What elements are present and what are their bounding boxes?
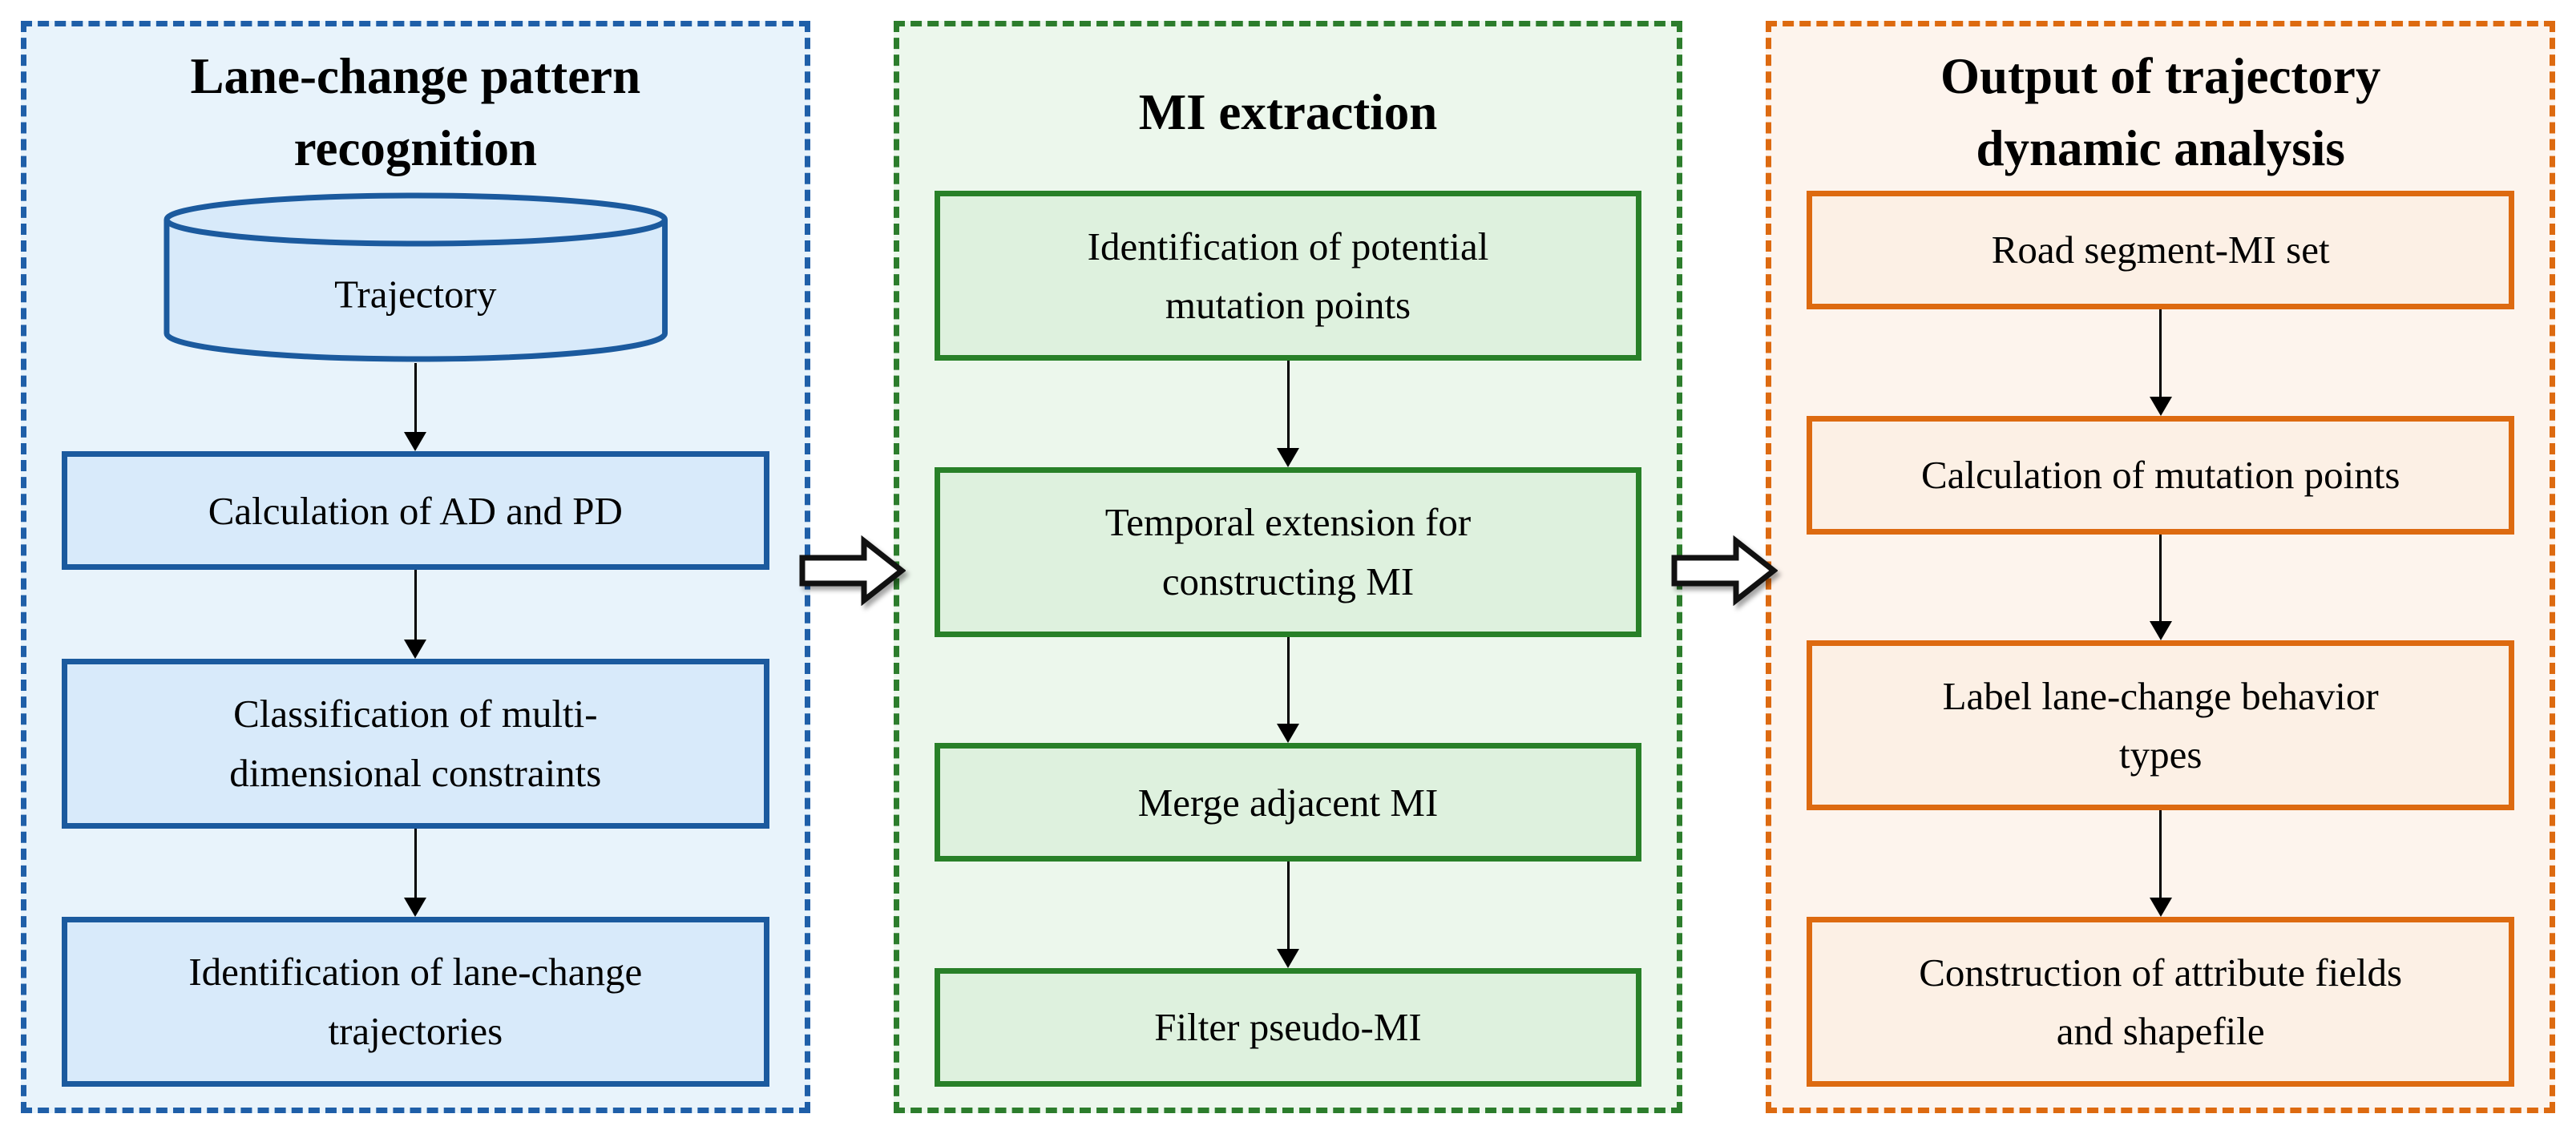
flow-arrow <box>1276 862 1300 969</box>
block-arrow-stage2-to-stage3-icon <box>1671 535 1778 606</box>
block-arrow-stage1-to-stage2-icon <box>799 535 906 606</box>
flow-arrow-line <box>2159 810 2162 898</box>
process-box-identification-mutation-points: Identification of potential mutation poi… <box>934 191 1642 361</box>
flow-arrow <box>403 570 427 659</box>
flow-arrowhead-icon <box>404 897 427 917</box>
flow-arrow-line <box>414 828 417 898</box>
flow-arrow <box>403 363 427 452</box>
process-box-calculation-mutation-points: Calculation of mutation points <box>1807 415 2515 535</box>
flow-arrowhead-icon <box>2149 396 2172 416</box>
flow-arrow-line <box>2159 534 2162 622</box>
flow-arrowhead-icon <box>1277 447 1299 467</box>
panel-mi-extraction: MI extraction Identification of potentia… <box>893 21 1683 1113</box>
flow-arrow-line <box>414 570 417 640</box>
flow-arrow-line <box>414 363 417 433</box>
cylinder-label: Trajectory <box>334 272 497 317</box>
flow-arrow <box>1276 361 1300 467</box>
process-box-classification-constraints: Classification of multi- dimensional con… <box>62 658 769 829</box>
panel-title-output: Output of trajectory dynamic analysis <box>1940 48 2381 176</box>
process-box-label-lane-change-types: Label lane-change behavior types <box>1807 640 2515 811</box>
process-box-calculation-ad-pd: Calculation of AD and PD <box>62 451 769 571</box>
flow-arrow-line <box>1286 636 1290 724</box>
process-box-construction-attribute-fields: Construction of attribute fields and sha… <box>1807 917 2515 1088</box>
panel-title-mi-extraction: MI extraction <box>1138 83 1438 140</box>
process-box-temporal-extension: Temporal extension for constructing MI <box>934 466 1642 637</box>
flow-arrow <box>403 828 427 917</box>
flow-arrow <box>1276 636 1300 744</box>
process-box-road-segment-mi-set: Road segment-MI set <box>1807 191 2515 309</box>
flow-arrowhead-icon <box>404 432 427 452</box>
flow-arrow <box>2149 534 2173 641</box>
process-box-identification-trajectories: Identification of lane-change trajectori… <box>62 916 769 1087</box>
flow-arrowhead-icon <box>1277 949 1299 969</box>
flow-arrowhead-icon <box>2149 621 2172 641</box>
flow-arrow <box>2149 309 2173 416</box>
process-box-merge-adjacent-mi: Merge adjacent MI <box>934 743 1642 862</box>
flow-arrow-line <box>1286 862 1290 950</box>
flow-arrowhead-icon <box>404 639 427 659</box>
flow-arrowhead-icon <box>1277 724 1299 744</box>
panel-title-lane-change: Lane-change pattern recognition <box>190 48 641 176</box>
panel-output-trajectory-dynamic-analysis: Output of trajectory dynamic analysis Ro… <box>1766 21 2556 1113</box>
flow-arrow-line <box>1286 361 1290 448</box>
trajectory-database-cylinder: Trajectory <box>161 191 671 363</box>
flow-arrowhead-icon <box>2149 898 2172 918</box>
flow-arrow-line <box>2159 309 2162 397</box>
process-box-filter-pseudo-mi: Filter pseudo-MI <box>934 968 1642 1088</box>
panel-lane-change-pattern-recognition: Lane-change pattern recognition Trajecto… <box>21 21 810 1113</box>
flow-arrow <box>2149 810 2173 918</box>
cylinder-shape-icon <box>164 192 668 362</box>
